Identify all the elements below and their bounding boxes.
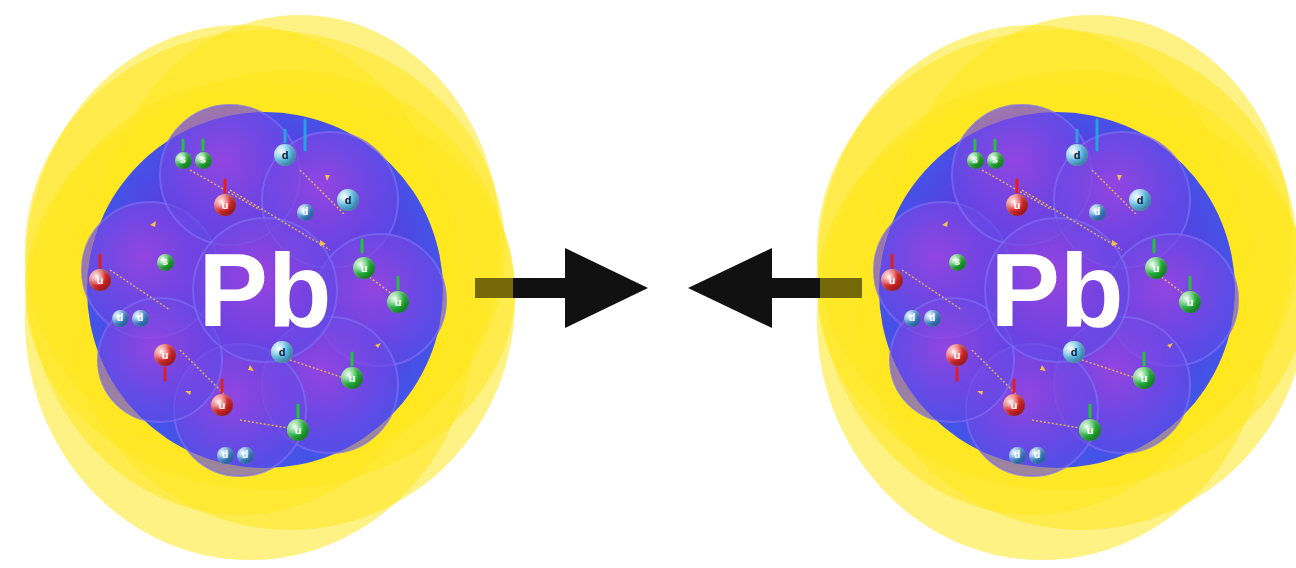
quark-ball: s [967, 152, 984, 169]
quark-label: u [219, 400, 226, 411]
quark-label: d [222, 450, 228, 460]
quark-label: u [1153, 263, 1160, 274]
quark-label: u [395, 297, 402, 308]
quark-label: u [1141, 373, 1148, 384]
quark-ball: d [132, 310, 149, 327]
quark-ball: d [237, 447, 254, 464]
quark-ball: s [157, 254, 174, 271]
quark-ball: u [946, 344, 968, 366]
quark-ball: u [287, 419, 309, 441]
quark-label: s [180, 155, 186, 165]
quark-ball: d [1089, 204, 1106, 221]
quark-label: d [1074, 150, 1081, 161]
quark-ball: u [211, 394, 233, 416]
quark-label: s [954, 257, 960, 267]
quark-label: u [954, 350, 961, 361]
lead-nucleus-right [817, 15, 1296, 560]
quark-ball: s [195, 152, 212, 169]
quark-label: s [992, 155, 998, 165]
quark-ball: s [987, 152, 1004, 169]
quark-label: d [345, 195, 352, 206]
quark-label: s [972, 155, 978, 165]
quark-ball: u [154, 344, 176, 366]
arrow-left [688, 248, 862, 328]
nucleus: Pb s s d u d u s u u u d u u u d d d d d [87, 112, 443, 468]
quark-label: u [349, 373, 356, 384]
quark-ball: d [1063, 341, 1085, 363]
quark-ball: d [112, 310, 129, 327]
quark-ball: u [214, 194, 236, 216]
quark-label: u [361, 263, 368, 274]
quark-ball: d [1066, 144, 1088, 166]
quark-ball: d [904, 310, 921, 327]
quark-label: d [279, 347, 286, 358]
quark-label: d [1071, 347, 1078, 358]
arrow-right [475, 248, 648, 328]
quark-label: u [1087, 425, 1094, 436]
quark-ball: u [1133, 367, 1155, 389]
quark-ball: d [217, 447, 234, 464]
quark-ball: u [387, 291, 409, 313]
quark-ball: d [1129, 189, 1151, 211]
quark-ball: s [949, 254, 966, 271]
quark-label: d [242, 450, 248, 460]
quark-label: u [222, 200, 229, 211]
quark-ball: u [1079, 419, 1101, 441]
lead-nucleus-left [25, 15, 515, 560]
quark-ball: u [1003, 394, 1025, 416]
quark-ball: u [1006, 194, 1028, 216]
quark-ball: d [271, 341, 293, 363]
quark-label: u [1011, 400, 1018, 411]
quark-label: d [1034, 450, 1040, 460]
quark-label: d [137, 313, 143, 323]
quark-label: u [1187, 297, 1194, 308]
quark-ball: d [1029, 447, 1046, 464]
quark-ball: u [881, 269, 903, 291]
nucleus: Pb s s d u d u s u u u d u u u d d d d d [879, 112, 1235, 468]
quark-label: u [295, 425, 302, 436]
quark-ball: u [341, 367, 363, 389]
quark-label: d [909, 313, 915, 323]
quark-ball: d [1009, 447, 1026, 464]
quark-label: d [282, 150, 289, 161]
quark-label: d [929, 313, 935, 323]
quark-ball: u [1179, 291, 1201, 313]
element-symbol: Pb [199, 238, 332, 342]
element-symbol: Pb [991, 238, 1124, 342]
quark-ball: d [924, 310, 941, 327]
quark-label: d [302, 207, 308, 217]
quark-label: d [1014, 450, 1020, 460]
quark-ball: d [337, 189, 359, 211]
quark-label: d [117, 313, 123, 323]
quark-ball: d [297, 204, 314, 221]
quark-label: d [1094, 207, 1100, 217]
quark-ball: u [353, 257, 375, 279]
quark-ball: d [274, 144, 296, 166]
quark-label: d [1137, 195, 1144, 206]
quark-label: u [1014, 200, 1021, 211]
quark-label: s [162, 257, 168, 267]
quark-label: u [97, 275, 104, 286]
quark-ball: s [175, 152, 192, 169]
quark-ball: u [1145, 257, 1167, 279]
quark-label: s [200, 155, 206, 165]
quark-label: u [889, 275, 896, 286]
quark-label: u [162, 350, 169, 361]
quark-ball: u [89, 269, 111, 291]
